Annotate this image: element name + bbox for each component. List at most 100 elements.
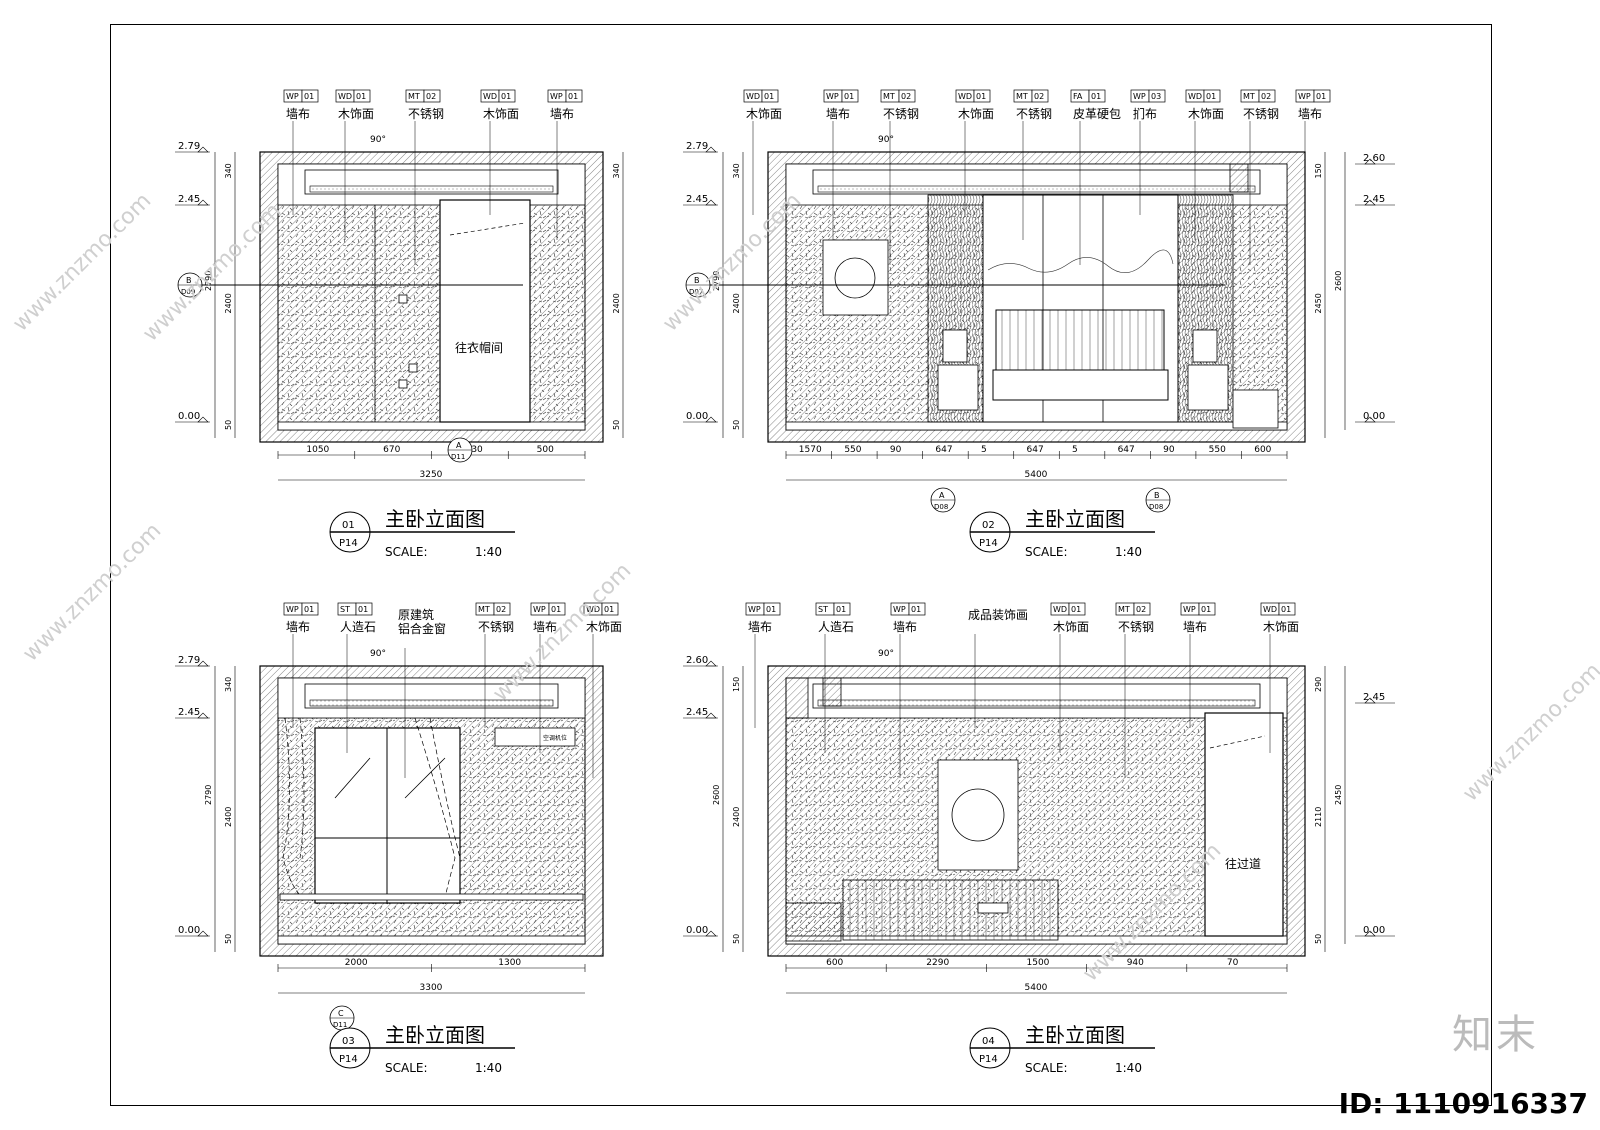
- tag-code: FA: [1073, 92, 1083, 101]
- tag-label: 墙布: [748, 620, 772, 634]
- tag-label: 扪布: [1133, 106, 1157, 121]
- tag-num: 01: [551, 605, 561, 614]
- tag-code: WD: [483, 92, 497, 101]
- tag-num-box: [493, 602, 511, 616]
- door-note: 往衣帽间: [455, 340, 503, 355]
- tag-num-box: [761, 89, 779, 103]
- tag-code: WP: [550, 92, 563, 101]
- tag-code: ST: [340, 605, 350, 614]
- level-mark: 0.00: [686, 411, 708, 422]
- dim-text: 2400: [732, 807, 741, 827]
- tag-code: WP: [533, 605, 546, 614]
- tag-label: 墙布: [893, 620, 917, 634]
- drawing-id: ID: 1110916337: [1338, 1087, 1588, 1120]
- dim-text: 647: [1027, 445, 1044, 455]
- dim-text: 2450: [1314, 293, 1323, 313]
- tag-num: 01: [766, 605, 776, 614]
- scale-value: 1:40: [1115, 545, 1142, 559]
- glass-reflection: [334, 757, 371, 799]
- tag-num-box: [423, 89, 441, 103]
- tag-label: 木饰面: [586, 620, 622, 634]
- brand-logo: 知末: [1452, 1012, 1540, 1058]
- dim-text: 550: [1209, 445, 1226, 455]
- console-cabinet: [842, 879, 1059, 941]
- dim-text: 5400: [1025, 470, 1048, 480]
- level-triangle: [197, 199, 209, 206]
- ac-unit: [494, 727, 576, 747]
- dim-text: 600: [1254, 445, 1271, 455]
- tag-num: 01: [604, 605, 614, 614]
- level-mark: 2.79: [686, 141, 708, 152]
- tag-num: 02: [426, 92, 436, 101]
- dim-text: 90: [1163, 445, 1175, 455]
- tag-num: 02: [1261, 92, 1271, 101]
- section-sheet: D11: [333, 1021, 347, 1029]
- title-number: 01: [342, 520, 355, 531]
- tag-num-box: [301, 602, 319, 616]
- dim-text: 2600: [1334, 271, 1343, 291]
- tag-code: MT: [1016, 92, 1028, 101]
- level-triangle: [197, 930, 209, 937]
- dim-text: 500: [537, 445, 554, 455]
- tag-num-box: [601, 602, 619, 616]
- tag-label: 墙布: [286, 107, 310, 121]
- tag-num: 01: [1316, 92, 1326, 101]
- level-triangle: [705, 416, 717, 423]
- scale-label: SCALE:: [385, 545, 428, 559]
- level-triangle: [197, 712, 209, 719]
- dim-text: 70: [1227, 958, 1239, 968]
- section-sheet: D08: [1149, 503, 1163, 511]
- light-strip: [817, 185, 1256, 193]
- drawing-title: 主卧立面图: [1025, 1023, 1125, 1047]
- drawing-title: 主卧立面图: [385, 507, 485, 531]
- skirting: [277, 421, 586, 431]
- dim-text: 2790: [204, 271, 213, 291]
- dim-text: 600: [826, 958, 843, 968]
- section-id: B: [1154, 491, 1160, 500]
- dim-text: 3250: [420, 470, 443, 480]
- light-strip: [309, 699, 554, 707]
- tag-num-box: [355, 602, 373, 616]
- tag-label: 木饰面: [1263, 620, 1299, 634]
- tag-code: WP: [893, 605, 906, 614]
- mountain-print: [987, 249, 1174, 273]
- tag-num-box: [1133, 602, 1151, 616]
- column-stub: [1229, 163, 1249, 193]
- tag-num: 02: [901, 92, 911, 101]
- tag-num-box: [1198, 602, 1216, 616]
- level-mark: 2.45: [178, 194, 200, 205]
- ac-note: 空调机位: [543, 734, 567, 742]
- tag-label: 木饰面: [1053, 620, 1089, 634]
- dim-text: 5: [1072, 445, 1078, 455]
- tag-num-box: [1313, 89, 1331, 103]
- column-stub: [822, 677, 842, 707]
- level-mark: 2.79: [178, 141, 200, 152]
- door-swing: [1209, 735, 1266, 749]
- dim-text: 50: [224, 420, 233, 430]
- material-tag: 成品装饰画: [968, 608, 1028, 728]
- tag-code: WD: [1053, 605, 1067, 614]
- dim-text: 2400: [224, 807, 233, 827]
- dim-text: 3300: [420, 983, 443, 993]
- tag-num: 01: [836, 605, 846, 614]
- level-triangle: [705, 712, 717, 719]
- tag-num: 01: [304, 92, 314, 101]
- dim-text: 2000: [345, 958, 368, 968]
- tag-code: WP: [286, 92, 299, 101]
- angle-mark: 90°: [370, 135, 386, 145]
- title-number: 03: [342, 1036, 355, 1047]
- tag-label: 墙布: [286, 620, 310, 634]
- tag-code: WD: [586, 605, 600, 614]
